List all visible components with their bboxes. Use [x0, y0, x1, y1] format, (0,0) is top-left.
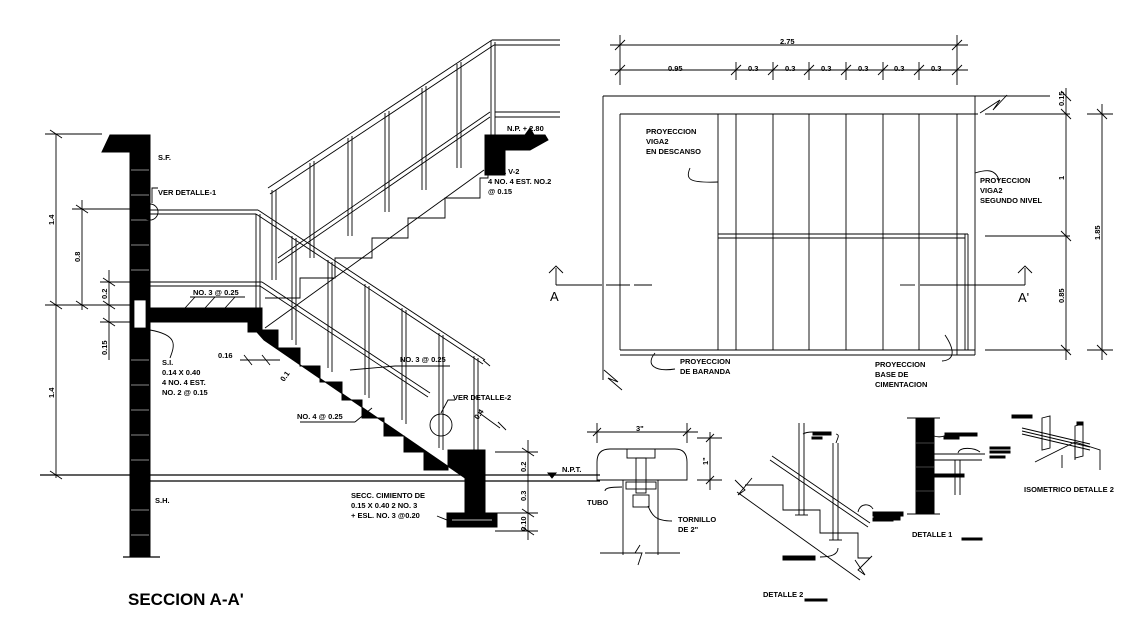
- plan-right-dim-0: 0.15: [1057, 91, 1066, 106]
- ver-detalle-2: VER DETALLE-2: [453, 393, 511, 402]
- note-baranda-1: PROYECCION: [680, 357, 730, 366]
- note-descanso-3: EN DESCANSO: [646, 147, 701, 156]
- dim-slab-top: 0.2: [100, 289, 109, 299]
- dim-footing-mid: 0.3: [519, 491, 528, 501]
- dim-waist: 0.1: [278, 369, 291, 383]
- plan-overall-width: 2.75: [780, 37, 795, 46]
- note-nivel-3: SEGUNDO NIVEL: [980, 196, 1043, 205]
- tornillo-line1: TORNILLO: [678, 515, 716, 524]
- lower-flight: [246, 321, 486, 515]
- si-line4: NO. 2 @ 0.15: [162, 388, 208, 397]
- dim-footing-top: 0.2: [519, 462, 528, 472]
- section-labels: S.F. VER DETALLE-1 N.P. + 2.80 VIGA V-2 …: [47, 124, 581, 609]
- dim-left-lower: 1.4: [47, 387, 56, 398]
- plan-view: 0.95 0.3 0.3 0.3 0.3 0.3 0.3 2.75 PROYEC…: [548, 35, 1113, 391]
- detail-1-callout: [141, 203, 159, 221]
- note-descanso-1: PROYECCION: [646, 127, 696, 136]
- cimiento-line2: 0.15 X 0.40 2 NO. 3: [351, 501, 417, 510]
- plan-seg-3: 0.3: [821, 64, 831, 73]
- np-top-label: N.P. + 2.80: [507, 124, 544, 133]
- plan-right-dim-2: 0.85: [1057, 288, 1066, 303]
- detalle-2-title: DETALLE 2: [763, 590, 803, 599]
- post-detail: 3" 1" TUBO TORNILLO DE 2": [587, 423, 722, 566]
- rebar-landing-label: NO. 3 @ 0.25: [193, 288, 239, 297]
- footing-dimensions: [477, 411, 538, 540]
- plan-seg-6: 0.3: [931, 64, 941, 73]
- section-mark-a: A: [550, 289, 559, 304]
- wall-column: [129, 134, 151, 558]
- lower-railing: [150, 209, 491, 452]
- upper-flight: [265, 160, 489, 299]
- plan-seg-5: 0.3: [894, 64, 904, 73]
- post-height-dim: 1": [701, 457, 710, 465]
- upper-railing: [267, 39, 560, 280]
- rebar-upper-label: NO. 3 @ 0.25: [400, 355, 446, 364]
- detalle-1-title: DETALLE 1: [912, 530, 952, 539]
- viga-v2-line3: @ 0.15: [488, 187, 512, 196]
- tread-dim: 0.16: [218, 351, 233, 360]
- dim-footing-base: 0.10: [519, 516, 528, 531]
- note-base-2: BASE DE: [875, 370, 908, 379]
- si-beam-opening: [133, 299, 147, 329]
- section-a-a: [40, 39, 600, 558]
- section-mark-a-prime: A': [1018, 290, 1029, 305]
- note-base-3: CIMENTACION: [875, 380, 927, 389]
- dim-rail-height: 0.8: [73, 252, 82, 262]
- plan-seg-2: 0.3: [785, 64, 795, 73]
- tubo-label: TUBO: [587, 498, 608, 507]
- note-baranda-2: DE BARANDA: [680, 367, 731, 376]
- detalle-1: DETALLE 1: [873, 417, 1011, 541]
- plan-seg-4: 0.3: [858, 64, 868, 73]
- plan-overall-height: 1.85: [1093, 225, 1102, 240]
- section-title: SECCION A-A': [128, 590, 244, 609]
- post-width-dim: 3": [636, 424, 644, 433]
- plan-seg-0: 0.95: [668, 64, 683, 73]
- isometrico-detalle-2: ISOMETRICO DETALLE 2: [1011, 414, 1114, 494]
- detalle-2: DETALLE 2: [734, 423, 904, 602]
- top-beam: [101, 134, 151, 166]
- dim-left-upper: 1.4: [47, 214, 56, 225]
- dim-slab-bottom: 0.15: [100, 340, 109, 355]
- cimiento-line3: + ESL. NO. 3 @0.20: [351, 511, 420, 520]
- si-line1: S.I.: [162, 358, 173, 367]
- note-base-1: PROYECCION: [875, 360, 925, 369]
- landing-slab: [149, 307, 263, 333]
- si-line2: 0.14 X 0.40: [162, 368, 200, 377]
- note-nivel-2: VIGA2: [980, 186, 1003, 195]
- npt-label: N.P.T.: [562, 465, 581, 474]
- detail-2-callout: [429, 413, 453, 437]
- rebar-lower-label: NO. 4 @ 0.25: [297, 412, 343, 421]
- sh-label: S.H.: [155, 496, 170, 505]
- plan-seg-1: 0.3: [748, 64, 758, 73]
- cimiento-line1: SECC. CIMIENTO DE: [351, 491, 425, 500]
- note-descanso-2: VIGA2: [646, 137, 669, 146]
- si-line3: 4 NO. 4 EST.: [162, 378, 206, 387]
- viga-v2-line2: 4 NO. 4 EST. NO.2: [488, 177, 551, 186]
- beam-v2: [484, 134, 549, 176]
- viga-v2-line1: VIGA V-2: [488, 167, 519, 176]
- isometrico-title: ISOMETRICO DETALLE 2: [1024, 485, 1114, 494]
- plan-right-dim-1: 1: [1057, 176, 1066, 180]
- left-dimensions: [45, 129, 130, 480]
- sf-label: S.F.: [158, 153, 171, 162]
- note-nivel-1: PROYECCION: [980, 176, 1030, 185]
- tornillo-line2: DE 2": [678, 525, 699, 534]
- ver-detalle-1: VER DETALLE-1: [158, 188, 216, 197]
